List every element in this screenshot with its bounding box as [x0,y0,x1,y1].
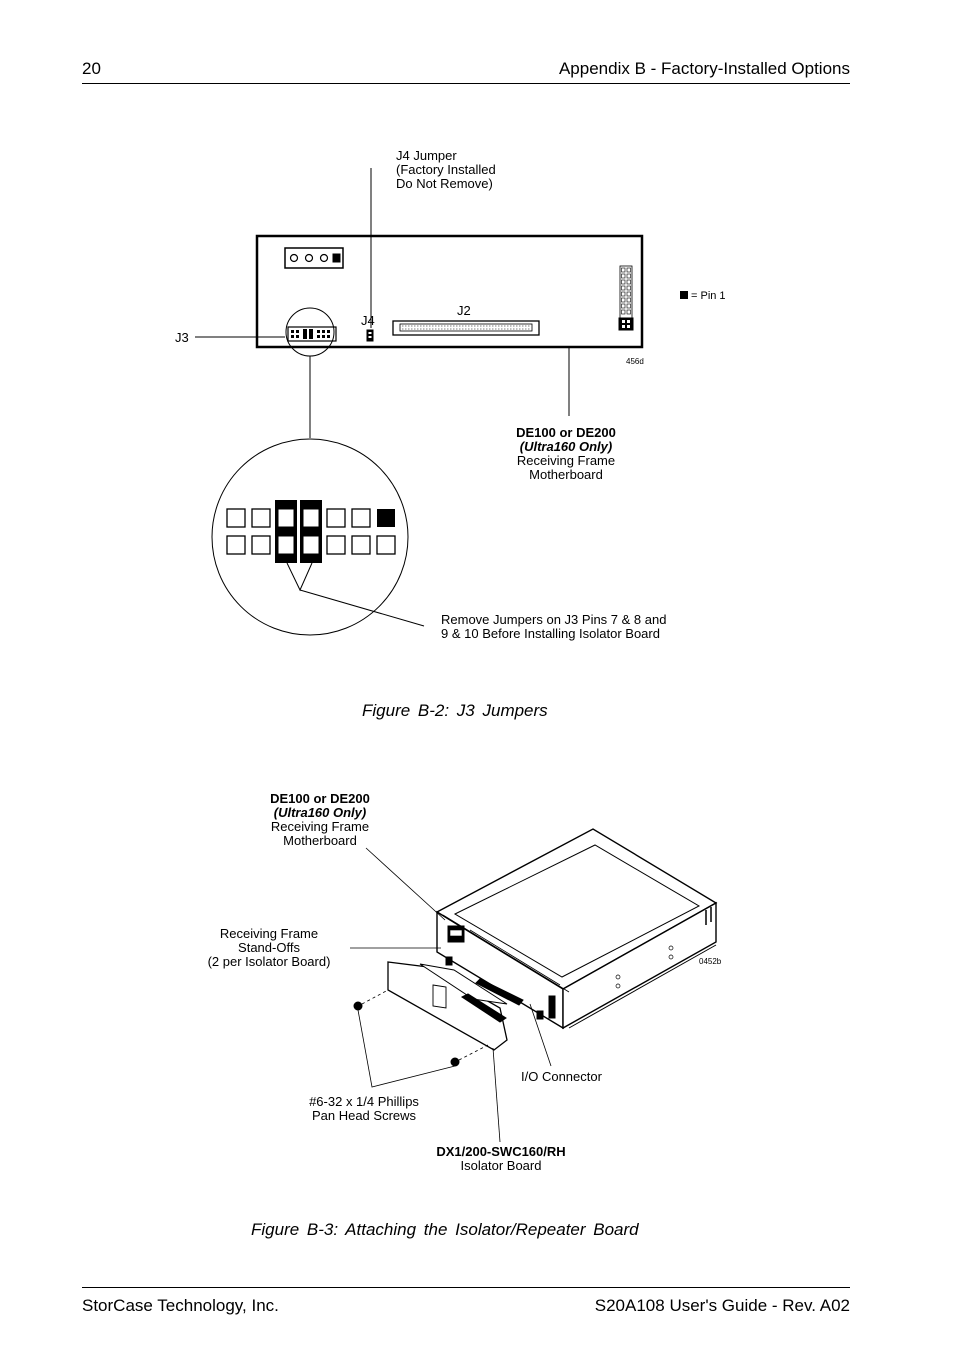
standoffs-line3: (2 per Isolator Board) [207,954,331,969]
standoffs-line1: Receiving Frame [219,926,319,941]
jumpers-to-remove [275,500,322,563]
remove-jumpers-line1: Remove Jumpers on J3 Pins 7 & 8 and [441,612,667,627]
board-callout-b3-line1: DE100 or DE200 [270,791,370,806]
j4-label: J4 [361,313,375,328]
drawing-code-b3: 0452b [699,957,722,966]
board-callout-b2-line2: (Ultra160 Only) [519,439,613,454]
j2-connector [392,320,540,336]
j3-pin-grid [226,508,396,555]
remove-jumpers-note: Remove Jumpers on J3 Pins 7 & 8 and 9 & … [441,613,666,641]
board-callout-b3-line2: (Ultra160 Only) [273,805,367,820]
screws-callout: #6-32 x 1/4 Phillips Pan Head Screws [294,1095,434,1123]
footer-document: S20A108 User's Guide - Rev. A02 [594,1296,850,1315]
j4-callout: J4 Jumper (Factory Installed Do Not Remo… [396,149,496,191]
j4-callout-line1: J4 Jumper [396,148,457,163]
screws-line1: #6-32 x 1/4 Phillips [309,1094,419,1109]
j4-jumper [366,329,374,342]
remove-jumpers-line2: 9 & 10 Before Installing Isolator Board [441,626,660,641]
motherboard-outline [255,234,644,349]
board-callout-b2-line3: Receiving Frame [516,453,616,468]
board-callout-b2-line4: Motherboard [529,467,603,482]
j4-callout-line2: (Factory Installed [396,162,496,177]
header-rule [82,83,850,84]
page-number: 20 [82,59,101,78]
j4-callout-line3: Do Not Remove) [396,176,493,191]
figure-b3-caption: Figure B-3: Attaching the Isolator/Repea… [251,1220,639,1239]
isolator-line1: DX1/200-SWC160/RH [436,1144,566,1159]
drawing-code-b2: 456d [626,357,644,366]
j2-label: J2 [457,303,471,318]
io-connector-label: I/O Connector [521,1069,602,1084]
standoffs-line2: Stand-Offs [238,940,300,955]
board-callout-b3-line3: Receiving Frame [270,819,370,834]
power-connector [284,247,344,269]
footer-rule [82,1287,850,1288]
board-callout-b3-line4: Motherboard [283,833,357,848]
section-title: Appendix B - Factory-Installed Options [558,59,850,78]
j3-header-small [287,326,337,342]
screws-line2: Pan Head Screws [311,1108,417,1123]
isolator-line2: Isolator Board [460,1158,542,1173]
pin1-block [618,317,634,331]
figure-b3-diagram [350,828,718,1143]
j3-magnifier-large [211,438,409,636]
j3-label: J3 [175,330,189,345]
board-callout-b2: DE100 or DE200 (Ultra160 Only) Receiving… [496,426,636,482]
pin1-legend-icon [680,291,688,299]
isolator-callout: DX1/200-SWC160/RH Isolator Board [421,1145,581,1173]
pin1-large [377,509,395,527]
standoffs-callout: Receiving Frame Stand-Offs (2 per Isolat… [194,927,344,969]
board-callout-b3: DE100 or DE200 (Ultra160 Only) Receiving… [250,792,390,848]
footer-company: StorCase Technology, Inc. [82,1296,279,1315]
pin1-legend: = Pin 1 [691,290,726,302]
figure-b2-caption: Figure B-2: J3 Jumpers [362,701,548,720]
board-callout-b2-line1: DE100 or DE200 [516,425,616,440]
